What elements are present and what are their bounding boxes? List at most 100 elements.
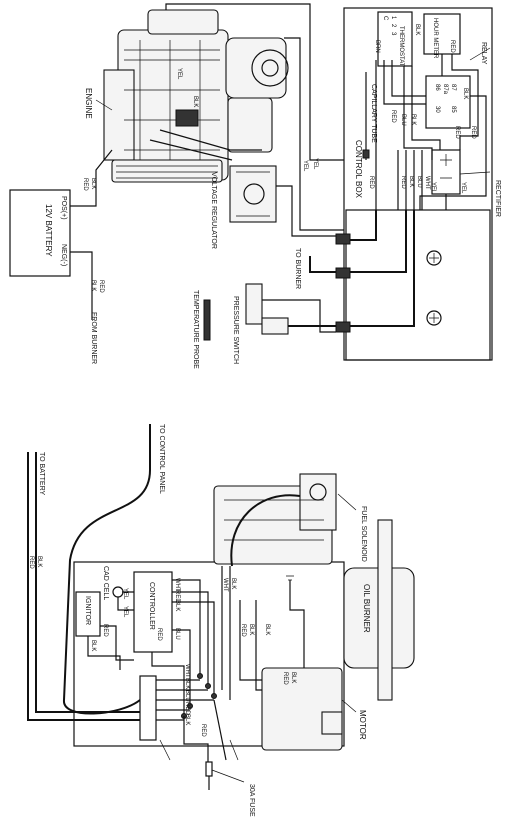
hour-meter-wire-blk: BLK [414,24,420,35]
relay-terminal-30: 30 [434,106,440,113]
capillary-bulb [362,149,370,159]
rectifier-wire-yel-2: YEL [460,182,466,194]
motor-wire-red: RED [282,672,288,685]
terminal-3: 3 [390,32,396,36]
to-control-panel-label: TO CONTROL PANEL [158,424,165,494]
relay-wire-blk: BLK [462,88,468,99]
panel-grommets [335,233,351,333]
temperature-probe [203,299,211,341]
thermostat-label: THERMOSTAT [398,26,404,67]
oil-burner-label: OIL BURNER [362,584,371,633]
voltage-regulator-label: VOLTAGE REGULATOR [210,172,217,249]
burner-diagram: TO CONTROL PANEL TO BATTERY RED BLK FUEL… [27,424,415,817]
terminal-1: 1 [390,16,396,20]
ignitor-label: IGNITOR [84,596,91,625]
terminal-c: C [382,16,388,21]
to-burner-label: TO BURNER [294,248,301,289]
terminal-wire-labels: WHT BLK BLU RED BLK [184,664,190,725]
engine-wire-yel: YEL [176,68,182,80]
controller-wire-wht: WHT [174,578,180,592]
controller-wire-red-2: RED [156,628,162,641]
relay-wire-red: RED [454,126,460,139]
ignitor [75,591,101,637]
relay-wire-red-2: RED [470,126,476,139]
thermostat-terminals: C 1 2 3 [382,16,396,36]
relay-terminal-87a: 87a [442,84,448,95]
burner-wire-blk: BLK [248,624,254,635]
voltage-regulator [229,165,277,223]
terminal-2: 2 [390,24,396,28]
tb-blk-2: BLK [184,714,190,725]
to-battery-label: TO BATTERY [38,452,45,496]
to-battery-wire-red: RED [28,556,34,569]
hour-meter-label: HOUR METER [432,18,438,59]
solenoid-wire-blk: BLK [230,578,236,589]
controller [133,571,173,653]
yel-wire-label-engine-2: YEL [302,160,308,172]
control-box-diagram: CONTROL BOX HOUR METER BLK RED THERMOSTA… [9,3,501,369]
relay-label: RELAY [480,42,487,65]
panel-knob-bottom [426,310,442,326]
blk-wire-label-cb: BLK [410,114,416,125]
tb-blk: BLK [184,678,190,689]
yel-wire-label-engine: YEL [312,158,318,170]
engine [103,9,289,183]
panel-knob-top [426,250,442,266]
relay [425,75,471,129]
rectifier-wire-yel: YEL [430,182,436,194]
pressure-switch-label: PRESSURE SWITCH [232,296,239,364]
relay-terminal-85: 85 [450,106,456,113]
tb-blu: BLU [184,690,190,702]
control-box-panel [345,209,491,361]
red-wire-label-low: RED [400,176,406,189]
fuse-label: 30A FUSE [248,784,255,817]
wht-wire-label-low: WHT [424,176,430,190]
rectifier-label: RECTIFIER [494,180,501,217]
controller-label: CONTROLLER [148,582,155,630]
ignitor-wire-red: RED [102,624,108,637]
hour-meter-wire-red: RED [449,40,455,53]
brn-wire-label: BRN [374,40,380,53]
red-wire-label-cb: RED [390,110,396,123]
battery-wire-red-2: RED [98,280,104,293]
capillary-tube-label: CAPILLARY TUBE [370,84,377,143]
tb-red: RED [184,702,190,715]
solenoid-wire-wht: WHT [222,578,228,592]
control-box-label: CONTROL BOX [354,140,363,199]
cad-cell-label: CAD CELL [102,566,109,600]
battery-wire-blk: BLK [90,178,96,189]
fuse [205,761,213,777]
pressure-switch [245,283,263,325]
battery [9,189,71,277]
thermostat [377,11,413,67]
engine-wire-blk: BLK [192,96,198,107]
terminal-block [139,673,217,741]
controller-wire-blu: BLU [174,628,180,640]
battery-neg-label: NEG(-) [60,244,67,266]
blu-wire-label-low: BLU [416,176,422,188]
battery-wire-red: RED [82,178,88,191]
battery-wire-blk-2: BLK [90,280,96,291]
rectifier [431,149,461,195]
controller-wire-blk: BLK [174,600,180,611]
ignitor-wire-blk: BLK [90,640,96,651]
burner-wire-red: RED [240,624,246,637]
from-burner-label: FROM BURNER [90,312,97,364]
motor-label: MOTOR [358,710,367,740]
blk-wire-label-low: BLK [408,176,414,187]
blu-wire-label: BLU [400,114,406,126]
controller-wire-red: RED [174,590,180,603]
fuel-pump-assembly [213,473,337,567]
motor-wire-blk: BLK [290,672,296,683]
relay-terminals: 86 87a 87 30 85 [434,84,456,113]
cad-cell-wire-yel-2: YEL [122,606,128,618]
battery-label: 12V BATTERY [44,204,53,257]
temperature-probe-label: TEMPERATURE PROBE [192,290,199,369]
red-wire-label-mid: RED [368,176,374,189]
relay-terminal-87: 87 [450,84,456,91]
fuel-solenoid-label: FUEL SOLENOID [360,506,367,562]
burner-wire-blk-2: BLK [264,624,270,635]
cad-cell [112,586,124,598]
to-battery-wire-blk: BLK [36,556,42,567]
engine-label: ENGINE [84,88,93,119]
